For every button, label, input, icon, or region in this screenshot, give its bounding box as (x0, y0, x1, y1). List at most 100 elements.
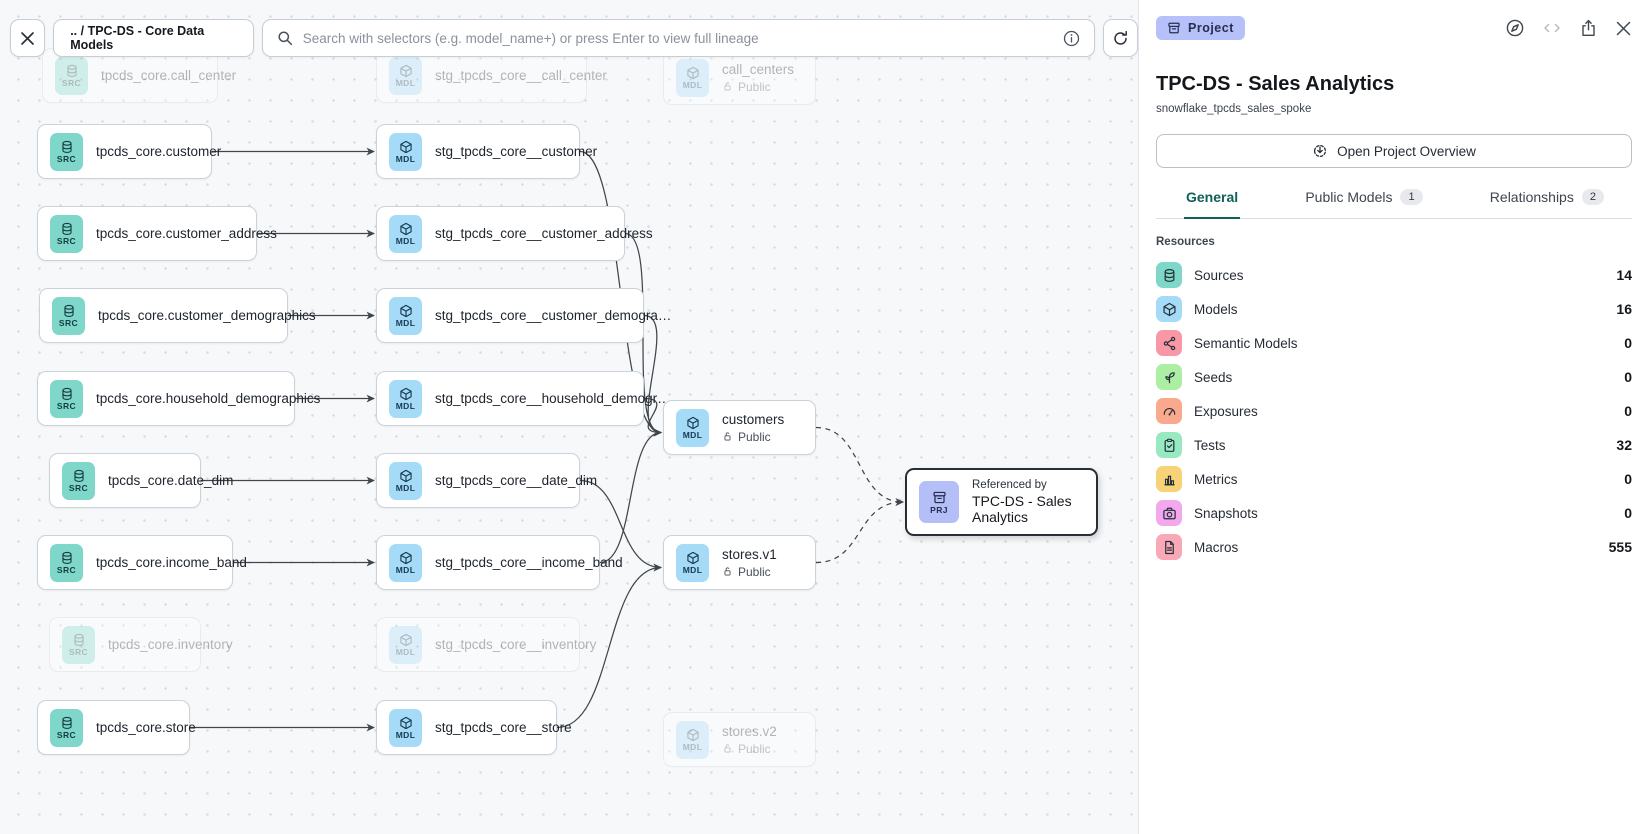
mdl-badge-icon: MDL (389, 543, 422, 582)
node-label: tpcds_core.call_center (101, 68, 237, 83)
page-title: TPC-DS - Sales Analytics (1156, 73, 1395, 95)
resource-count: 0 (1624, 369, 1632, 385)
node-label: stg_tpcds_core__customer_demogra… (435, 308, 672, 323)
resource-name: Models (1194, 301, 1238, 317)
code-icon[interactable] (1542, 18, 1562, 38)
node-label: tpcds_core.date_dim (108, 473, 234, 488)
breadcrumb[interactable]: .. / TPC-DS - Core Data Models (53, 19, 254, 57)
nodes-icon (1156, 330, 1182, 356)
resource-name: Semantic Models (1194, 335, 1298, 351)
mdl-badge-icon: MDL (676, 543, 709, 582)
src-badge-icon: SRC (55, 56, 88, 95)
node-access-label: Public (738, 79, 771, 94)
node-label: stores.v2 (722, 723, 777, 739)
node-label: tpcds_core.customer (96, 144, 222, 159)
project-schema-subtitle: snowflake_tpcds_sales_spoke (1156, 103, 1312, 115)
seed-icon (1156, 364, 1182, 390)
graph-node-src-call-center[interactable]: SRC tpcds_core.call_center (42, 48, 236, 103)
camera-icon (1156, 500, 1182, 526)
src-badge-icon: SRC (50, 708, 83, 747)
graph-node-src-date-dim[interactable]: SRC tpcds_core.date_dim (49, 453, 233, 508)
src-badge-icon: SRC (62, 625, 95, 664)
edge-layer (190, 147, 904, 732)
refresh-button[interactable] (1102, 19, 1138, 57)
node-label: stg_tpcds_core__customer_address (435, 226, 653, 241)
node-access-label: Public (738, 564, 771, 579)
explore-compass-icon[interactable] (1505, 18, 1525, 38)
close-lineage-button[interactable] (10, 19, 46, 57)
lock-open-icon (722, 81, 733, 92)
src-badge-icon: SRC (50, 214, 83, 253)
node-label: customers (722, 411, 785, 427)
src-badge-icon: SRC (50, 543, 83, 582)
open-project-overview-button[interactable]: Open Project Overview (1156, 134, 1632, 168)
node-label: tpcds_core.customer_demographics (98, 308, 316, 323)
src-badge-icon: SRC (62, 461, 95, 500)
mdl-badge-icon: MDL (389, 56, 422, 95)
mdl-badge-icon: MDL (389, 379, 422, 418)
project-type-badge: Project (1156, 16, 1245, 40)
resource-count: 0 (1624, 505, 1632, 521)
lock-open-icon (722, 431, 733, 442)
share-icon[interactable] (1579, 19, 1598, 38)
node-sublabel: Referenced by (972, 479, 1047, 491)
resource-count: 0 (1624, 403, 1632, 419)
cube-icon (1156, 296, 1182, 322)
clipboard-check-icon (1156, 432, 1182, 458)
graph-node-src-customer-demographics[interactable]: SRC tpcds_core.customer_demographics (39, 288, 316, 343)
gauge-icon (1156, 398, 1182, 424)
close-panel-icon[interactable] (1615, 20, 1632, 37)
search-bar[interactable] (261, 19, 1095, 57)
resource-name: Macros (1194, 539, 1239, 555)
graph-node-src-customer-address[interactable]: SRC tpcds_core.customer_address (37, 206, 277, 261)
tab-general[interactable]: General (1184, 189, 1241, 219)
close-icon (20, 31, 35, 46)
node-label: TPC-DS - Sales Analytics (972, 493, 1072, 525)
node-label: stg_tpcds_core__customer (435, 144, 598, 159)
open-overview-icon (1312, 143, 1328, 159)
file-icon (1156, 534, 1182, 560)
info-icon[interactable] (1063, 30, 1080, 47)
node-label: tpcds_core.customer_address (96, 226, 277, 241)
mdl-badge-icon: MDL (389, 461, 422, 500)
resource-row-semantic-models[interactable]: Semantic Models 0 (1156, 330, 1632, 356)
search-icon (277, 30, 293, 46)
resource-count: 0 (1624, 335, 1632, 351)
resource-name: Metrics (1194, 471, 1238, 487)
src-badge-icon: SRC (52, 296, 85, 335)
mdl-badge-icon: MDL (676, 58, 709, 97)
search-input[interactable] (302, 30, 1053, 46)
